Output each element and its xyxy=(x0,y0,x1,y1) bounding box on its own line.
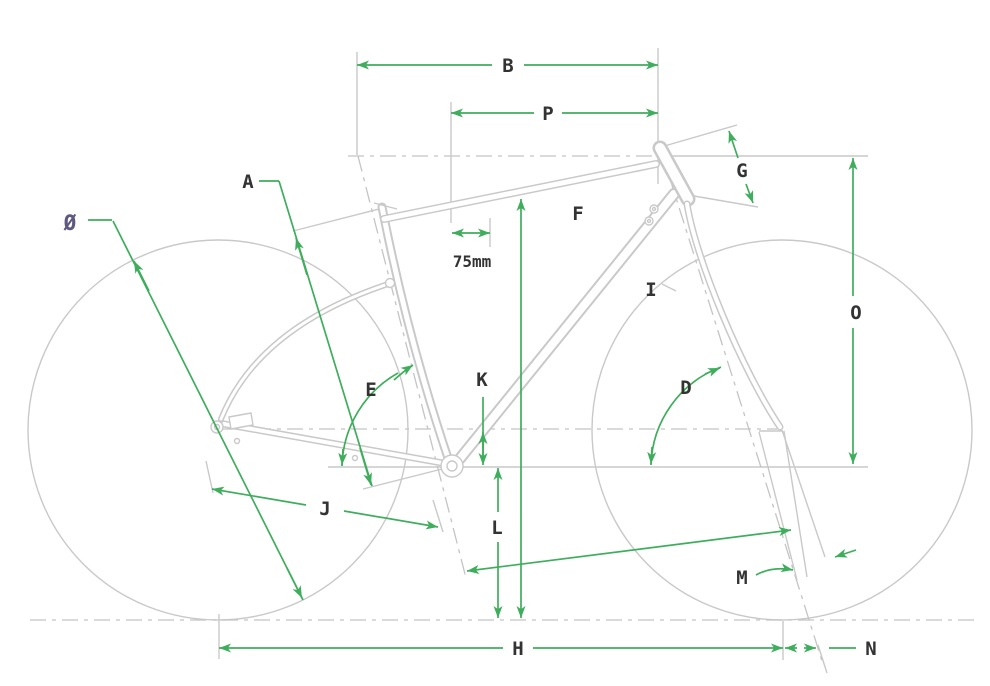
ext-headtube-bottom xyxy=(693,195,759,208)
label-stack: O xyxy=(850,302,861,324)
seatstay-pivot xyxy=(384,277,396,289)
label-trail: N xyxy=(865,638,876,660)
dimension-labels: A B P G F Ø I 75mm O E D K J L M H N xyxy=(63,55,877,660)
dim-a xyxy=(259,180,373,487)
ext-trail-stub xyxy=(817,644,828,674)
label-head-angle: D xyxy=(680,377,691,399)
dim-e xyxy=(338,364,414,467)
ext-chainstay-right xyxy=(432,499,444,533)
ext-chainstay-left xyxy=(205,460,214,494)
fork-dropout-left xyxy=(758,431,798,581)
label-75mm: 75mm xyxy=(453,252,492,271)
ext-seattube-top xyxy=(292,207,384,232)
steering-axis xyxy=(659,146,823,662)
dim-d xyxy=(647,366,722,466)
rear-dropout xyxy=(228,412,254,430)
label-chainstay: J xyxy=(319,498,330,520)
dim-j xyxy=(211,486,439,530)
dim-g xyxy=(728,130,754,204)
ext-fork-leader xyxy=(661,283,677,292)
label-bb-height: L xyxy=(491,517,502,539)
head-boss-1-dot xyxy=(651,206,657,212)
rear-wheel xyxy=(27,239,409,621)
label-head-tube: G xyxy=(736,160,747,182)
label-seat-angle: E xyxy=(365,379,376,401)
label-standover: F xyxy=(572,203,583,225)
frame-tubes xyxy=(218,140,784,469)
seat-tube-cap xyxy=(373,202,398,210)
fork-rake-ref xyxy=(781,429,826,558)
dim-m xyxy=(755,548,857,576)
label-wheel-diameter: Ø xyxy=(63,211,77,235)
label-top-tube: B xyxy=(502,55,513,77)
label-fork-offset: M xyxy=(736,567,747,589)
ext-headtube-top xyxy=(660,124,738,148)
dim-diameter xyxy=(88,219,304,601)
stay-boss-1 xyxy=(233,437,241,445)
fork-dropout-right xyxy=(783,430,808,578)
seat-tube-axis xyxy=(357,155,467,579)
label-fork: I xyxy=(645,279,656,301)
label-bb-drop: K xyxy=(476,369,488,391)
ext-seattube-bottom xyxy=(362,466,451,490)
label-reach: P xyxy=(542,103,553,125)
label-seat-tube: A xyxy=(242,171,254,193)
frame-details xyxy=(210,202,659,478)
label-wheelbase: H xyxy=(512,638,523,660)
dimensions xyxy=(88,60,858,653)
head-boss-2-dot xyxy=(646,218,652,224)
bottom-bracket-inner xyxy=(446,460,458,472)
stay-boss-2 xyxy=(351,454,359,462)
dim-front-center xyxy=(466,527,792,574)
bike-sketch xyxy=(27,48,975,674)
